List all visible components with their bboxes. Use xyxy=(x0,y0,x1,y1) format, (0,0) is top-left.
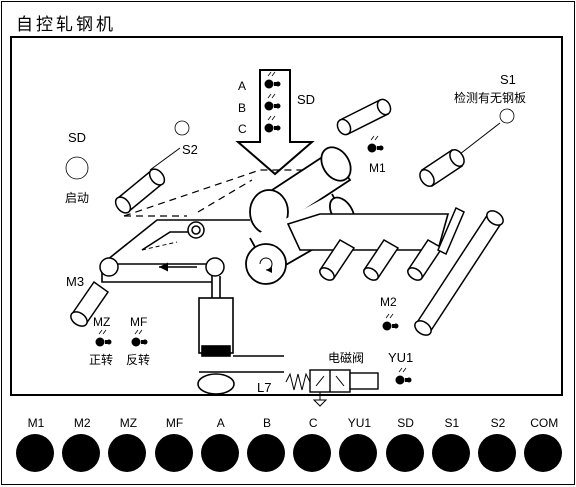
terminal-label-yu1: YU1 xyxy=(347,416,372,430)
terminal-m2[interactable] xyxy=(62,434,101,472)
terminal-label-m2: M2 xyxy=(73,416,91,430)
m1-label: M1 xyxy=(369,161,386,175)
terminal-label-b: B xyxy=(262,416,271,430)
terminal-label-sd: SD xyxy=(397,416,414,430)
valve-exhaust xyxy=(312,392,328,407)
s1-description: 检测有无钢板 xyxy=(454,90,526,105)
mf-indicator-icon xyxy=(131,329,148,347)
s1-sensor-icon xyxy=(499,108,515,124)
valve-spring xyxy=(285,372,311,391)
terminal-c[interactable] xyxy=(293,434,332,472)
sensor-b-label: B xyxy=(238,101,246,115)
s1-roller xyxy=(419,148,465,188)
terminal-s2[interactable] xyxy=(478,434,516,472)
terminal-label-s1: S1 xyxy=(444,416,460,430)
sensor-c-label: C xyxy=(238,122,247,136)
terminal-mf[interactable] xyxy=(154,434,193,472)
conveyor-guide xyxy=(141,241,178,251)
upper-right-roller xyxy=(336,98,392,136)
start-button-icon[interactable] xyxy=(65,156,89,180)
incoming-plate-outline xyxy=(123,169,304,217)
valve-label: 电磁阀 xyxy=(328,350,364,365)
terminal-yu1[interactable] xyxy=(339,434,378,472)
terminal-label-a: A xyxy=(216,416,225,430)
terminal-a[interactable] xyxy=(200,434,239,472)
m2-roller xyxy=(414,210,504,336)
mz-indicator-icon xyxy=(95,329,112,347)
terminal-label-s2: S2 xyxy=(490,416,506,430)
l7-label: L7 xyxy=(257,380,271,395)
conveyor-rollers xyxy=(99,221,225,277)
sd-label: SD xyxy=(68,130,86,145)
terminal-s1[interactable] xyxy=(431,434,470,472)
s2-pointer xyxy=(149,147,181,171)
terminal-b[interactable] xyxy=(247,434,285,472)
m2-motor-icon xyxy=(382,313,399,331)
lower-roll-rotation-arrow xyxy=(259,257,273,273)
hydraulic-cylinder xyxy=(197,276,235,395)
terminal-sd[interactable] xyxy=(385,434,424,472)
terminal-label-mf: MF xyxy=(165,416,184,430)
terminal-label-com: COM xyxy=(530,416,559,430)
yu1-label: YU1 xyxy=(388,350,413,365)
terminal-label-m1: M1 xyxy=(27,416,45,430)
m3-roller xyxy=(70,280,110,327)
m2-label: M2 xyxy=(380,295,397,309)
start-label: 启动 xyxy=(65,191,89,205)
feed-arrow xyxy=(235,69,315,176)
terminal-com[interactable] xyxy=(524,434,563,472)
s2-sensor-icon xyxy=(174,120,190,136)
sensor-a-label: A xyxy=(238,79,246,93)
sensor-c-icon xyxy=(264,115,281,133)
panel-title: 自控轧钢机 xyxy=(16,15,116,35)
terminal-label-c: C xyxy=(308,416,318,430)
conveyor-frame xyxy=(101,219,250,283)
mf-label: MF xyxy=(130,315,147,329)
yu1-indicator-icon xyxy=(395,367,412,385)
sensor-b-icon xyxy=(264,93,281,111)
sd-arrow-label: SD xyxy=(297,92,315,107)
terminal-mz[interactable] xyxy=(108,434,147,472)
s2-label: S2 xyxy=(182,142,198,157)
s2-roller xyxy=(114,168,166,214)
solenoid-valve xyxy=(309,369,379,393)
terminal-label-mz: MZ xyxy=(119,416,138,430)
reverse-label: 反转 xyxy=(126,352,150,367)
sensor-a-icon xyxy=(264,71,281,89)
output-rollers xyxy=(318,206,465,281)
forward-label: 正转 xyxy=(89,352,113,367)
s1-label: S1 xyxy=(500,72,516,87)
m3-label: M3 xyxy=(66,274,84,289)
terminal-m1[interactable] xyxy=(16,434,54,472)
hydraulic-line xyxy=(233,355,284,373)
diagram-frame xyxy=(10,36,563,396)
s1-pointer xyxy=(459,122,501,155)
output-table xyxy=(286,213,450,251)
mz-label: MZ xyxy=(93,315,110,329)
m1-motor-icon xyxy=(367,135,384,153)
